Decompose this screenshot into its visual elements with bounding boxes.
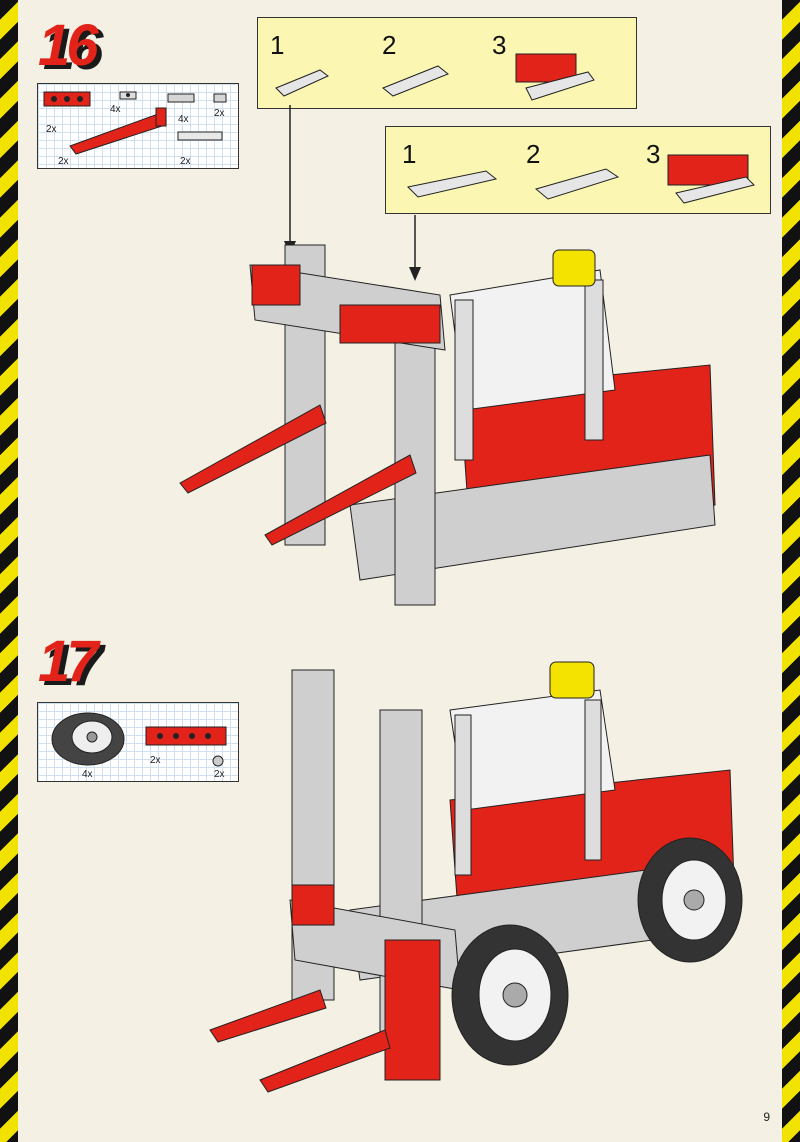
subassembly-drawing [406, 154, 755, 204]
part-qty: 2x [46, 124, 57, 135]
sub-step-number: 2 [382, 30, 397, 60]
hazard-stripe-left [0, 0, 18, 1142]
part-qty: 4x [110, 104, 121, 115]
step-16-number: 16 [38, 13, 98, 78]
sub-step-number: 3 [492, 30, 507, 60]
sub-step-number: 3 [646, 139, 661, 169]
step-16-parts-drawing [43, 91, 227, 155]
step-17-parts-list: 4x 2x 2x [37, 702, 239, 782]
part-qty: 2x [58, 156, 69, 167]
sub-step-number: 2 [526, 139, 541, 169]
step-16-subassembly-top: 1 2 3 [257, 17, 637, 109]
part-qty: 4x [178, 114, 189, 125]
step-16-forklift-model [179, 105, 716, 606]
part-qty: 2x [214, 108, 225, 119]
part-qty: 4x [82, 769, 93, 780]
step-17-number: 17 [38, 629, 98, 694]
hazard-stripe-right [782, 0, 800, 1142]
subassembly-drawing [275, 53, 595, 101]
sub-step-number: 1 [402, 139, 417, 169]
part-qty: 2x [214, 769, 225, 780]
sub-step-number: 1 [270, 30, 285, 60]
step-17-parts-drawing [51, 712, 227, 767]
step-16-parts-list: 2x 4x 4x 2x 2x 2x [37, 83, 239, 169]
step-17-forklift-model [209, 661, 743, 1093]
step-16-subassembly-bottom: 1 2 3 [385, 126, 771, 214]
part-qty: 2x [180, 156, 191, 167]
page-number: 9 [763, 1110, 770, 1124]
part-qty: 2x [150, 755, 161, 766]
